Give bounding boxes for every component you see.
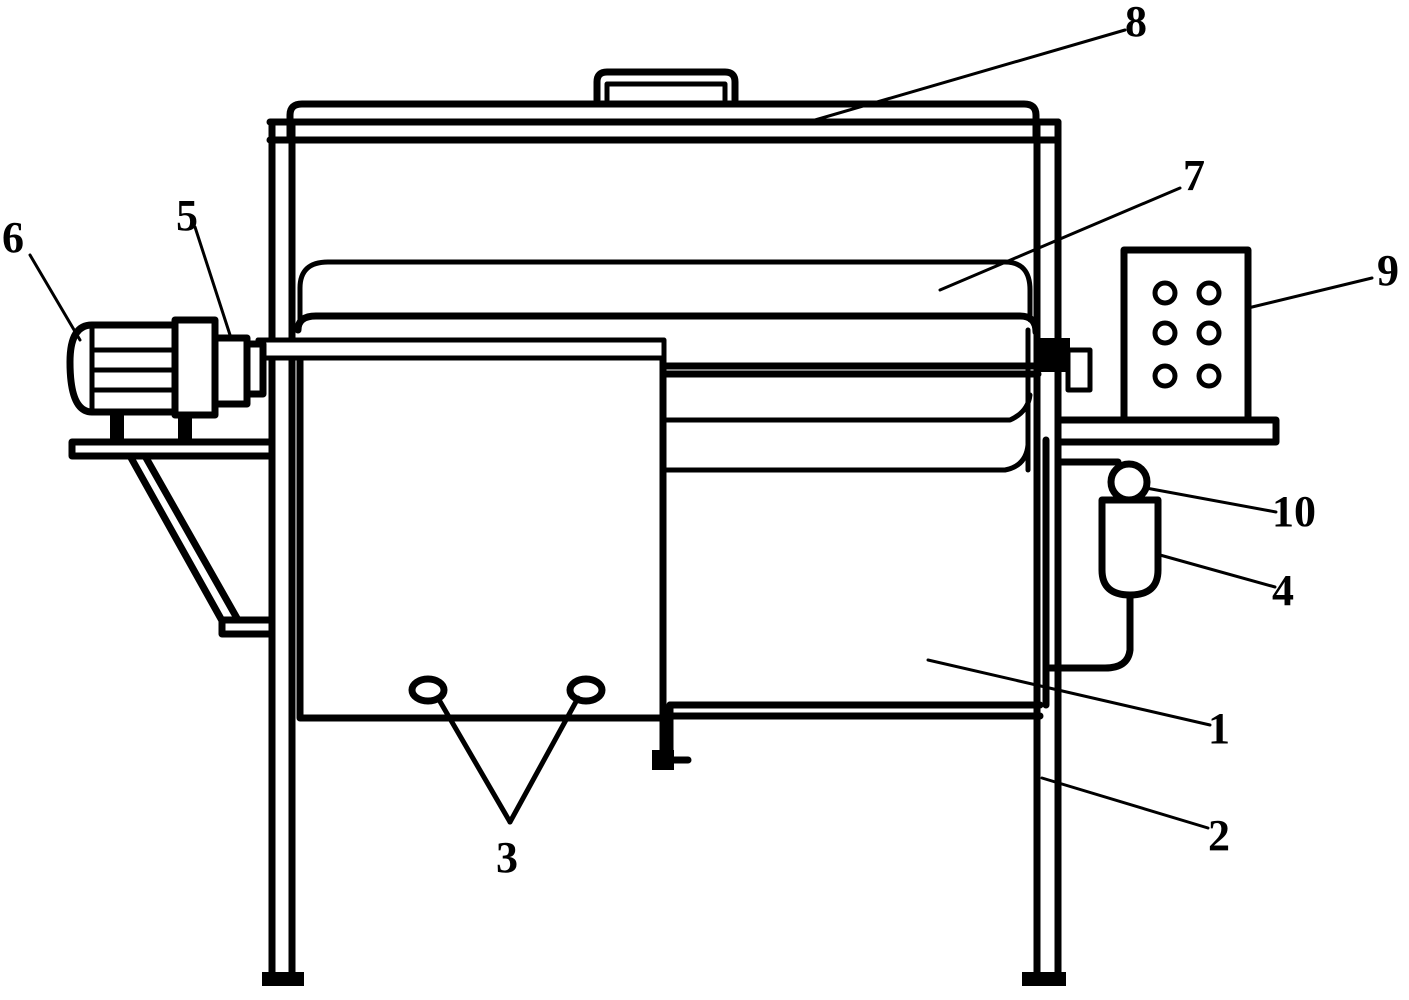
left-bracket — [68, 438, 276, 638]
label-4: 4 — [1272, 566, 1294, 615]
right-bracket — [1054, 416, 1280, 466]
drum — [294, 259, 1042, 473]
label-7: 7 — [1183, 151, 1205, 200]
label-3: 3 — [496, 833, 518, 882]
reducer — [211, 334, 267, 408]
frame — [262, 118, 1066, 986]
shaft — [255, 337, 1093, 393]
tank — [296, 348, 1050, 770]
reservoir — [1046, 496, 1162, 672]
label-8: 8 — [1125, 0, 1147, 46]
motor — [66, 316, 219, 442]
label-2: 2 — [1208, 811, 1230, 860]
pump — [1107, 460, 1151, 504]
part-labels: 8 7 9 6 5 10 4 1 2 3 — [2, 0, 1399, 882]
control-panel — [1120, 246, 1252, 424]
lid — [266, 68, 1062, 144]
label-10: 10 — [1272, 487, 1316, 536]
label-1: 1 — [1208, 704, 1230, 753]
feet-screws — [408, 675, 606, 825]
label-6: 6 — [2, 213, 24, 262]
leader-lines — [28, 28, 1374, 830]
label-5: 5 — [176, 191, 198, 240]
label-9: 9 — [1377, 246, 1399, 295]
